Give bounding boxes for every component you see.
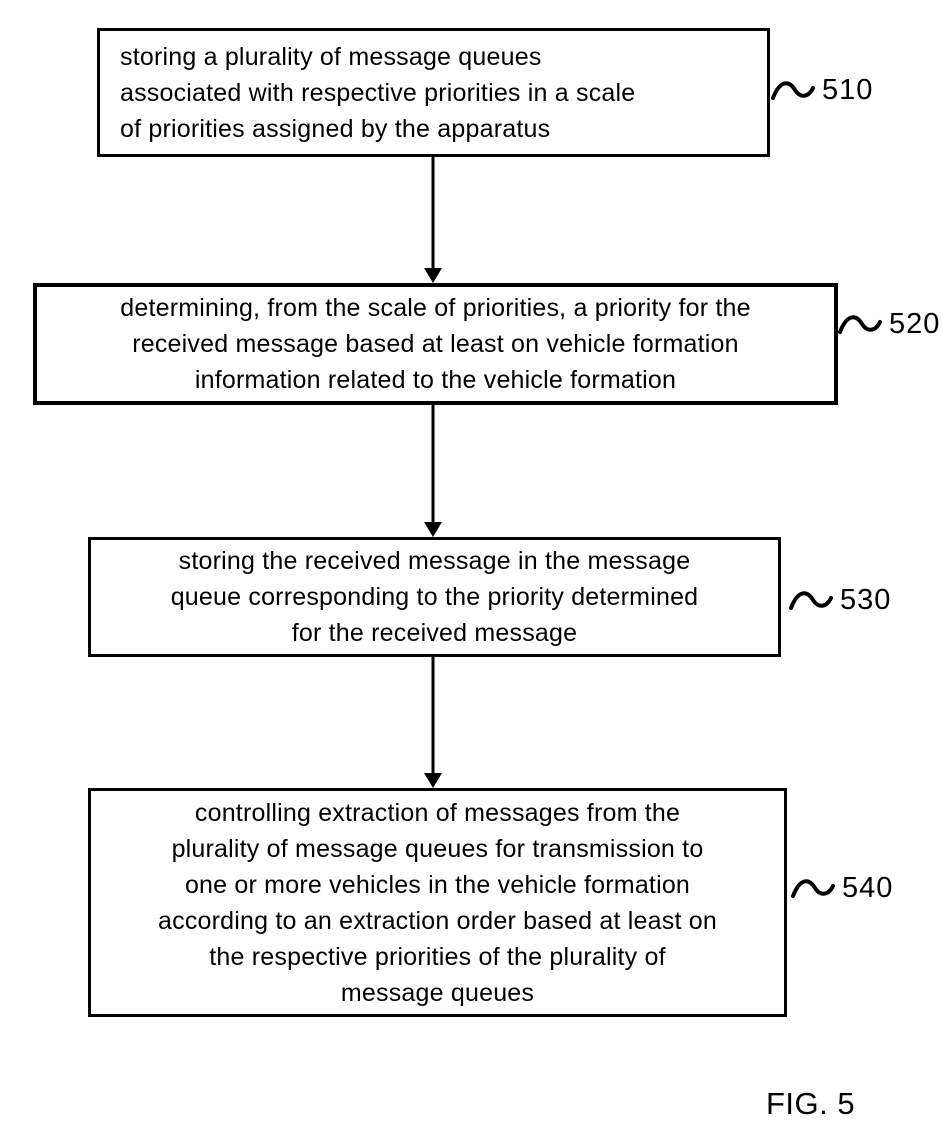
squiggle-connector-icon	[791, 879, 835, 898]
ref-label-510: 510	[771, 74, 873, 106]
ref-label-530: 530	[789, 584, 891, 616]
squiggle-connector-icon	[789, 591, 833, 610]
step-box-540: controlling extraction of messages from …	[88, 788, 787, 1017]
flow-arrow-3	[424, 657, 442, 788]
ref-label-520: 520	[838, 308, 940, 340]
arrow-head-icon	[424, 522, 442, 537]
flow-arrow-2	[424, 405, 442, 537]
arrow-shaft	[431, 657, 435, 775]
arrow-shaft	[431, 157, 435, 270]
arrow-head-icon	[424, 773, 442, 788]
figure-caption: FIG. 5	[766, 1086, 856, 1121]
squiggle-connector-icon	[838, 315, 882, 334]
ref-number-530: 530	[840, 583, 892, 616]
squiggle-connector-icon	[771, 81, 815, 100]
arrow-head-icon	[424, 268, 442, 283]
step-box-520: determining, from the scale of prioritie…	[33, 283, 838, 405]
ref-number-520: 520	[889, 307, 941, 340]
step-text-510: storing a plurality of message queues as…	[120, 42, 636, 143]
arrow-shaft	[431, 405, 435, 524]
ref-number-510: 510	[822, 73, 874, 106]
step-box-530: storing the received message in the mess…	[88, 537, 781, 657]
step-box-510: storing a plurality of message queues as…	[97, 28, 770, 157]
flow-arrow-1	[424, 157, 442, 283]
step-text-540: controlling extraction of messages from …	[158, 798, 717, 1007]
ref-label-540: 540	[791, 872, 893, 904]
step-text-520: determining, from the scale of prioritie…	[120, 294, 751, 394]
step-text-530: storing the received message in the mess…	[170, 547, 699, 647]
ref-number-540: 540	[842, 871, 894, 904]
